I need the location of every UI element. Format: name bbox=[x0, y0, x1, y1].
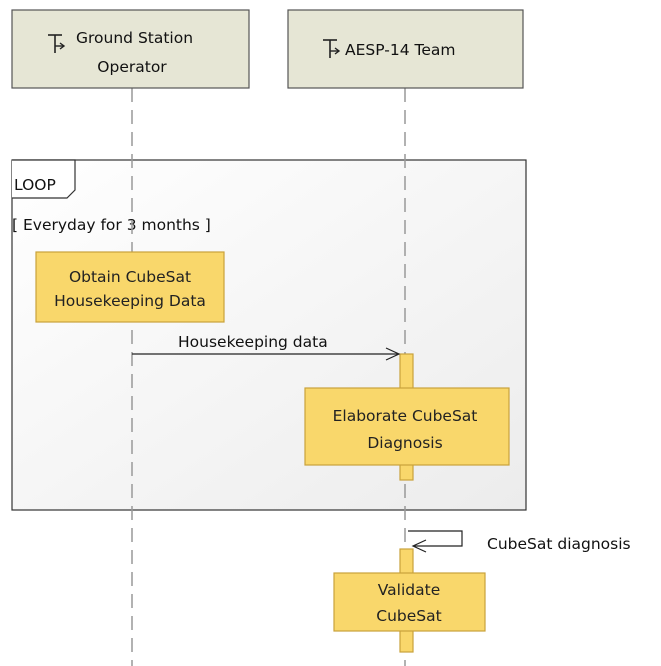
lifeline-title: AESP-14 Team bbox=[345, 41, 455, 59]
action-label-line-2: CubeSat bbox=[376, 607, 441, 625]
message-label: CubeSat diagnosis bbox=[487, 535, 631, 553]
action-label-line-2: Diagnosis bbox=[367, 434, 442, 452]
actor-role-icon bbox=[48, 34, 66, 53]
action-obtain-housekeeping-data[interactable]: Obtain CubeSat Housekeeping Data bbox=[35, 251, 225, 323]
message-housekeeping-data[interactable]: Housekeeping data bbox=[132, 333, 401, 361]
action-validate-cubesat[interactable]: Validate CubeSat bbox=[333, 572, 486, 632]
action-elaborate-diagnosis[interactable]: Elaborate CubeSat Diagnosis bbox=[304, 387, 510, 466]
actor-role-icon bbox=[323, 39, 341, 58]
loop-guard-condition: [ Everyday for 3 months ] bbox=[12, 216, 211, 234]
loop-fragment[interactable]: LOOP [ Everyday for 3 months ] bbox=[11, 159, 527, 511]
lifeline-ground-station-operator[interactable]: Ground Station Operator bbox=[11, 9, 250, 89]
message-cubesat-diagnosis-self[interactable]: CubeSat diagnosis bbox=[408, 530, 631, 553]
action-label-line-1: Elaborate CubeSat bbox=[333, 407, 478, 425]
action-label-line-1: Validate bbox=[378, 581, 440, 599]
loop-operator-label: LOOP bbox=[14, 176, 56, 194]
message-label: Housekeeping data bbox=[178, 333, 328, 351]
lifeline-title-line-1: Ground Station bbox=[76, 29, 193, 47]
action-label-line-1: Obtain CubeSat bbox=[69, 268, 191, 286]
action-label-line-2: Housekeeping Data bbox=[54, 292, 206, 310]
lifeline-title-line-2: Operator bbox=[97, 58, 167, 76]
lifeline-aesp14-team[interactable]: AESP-14 Team bbox=[287, 9, 524, 89]
